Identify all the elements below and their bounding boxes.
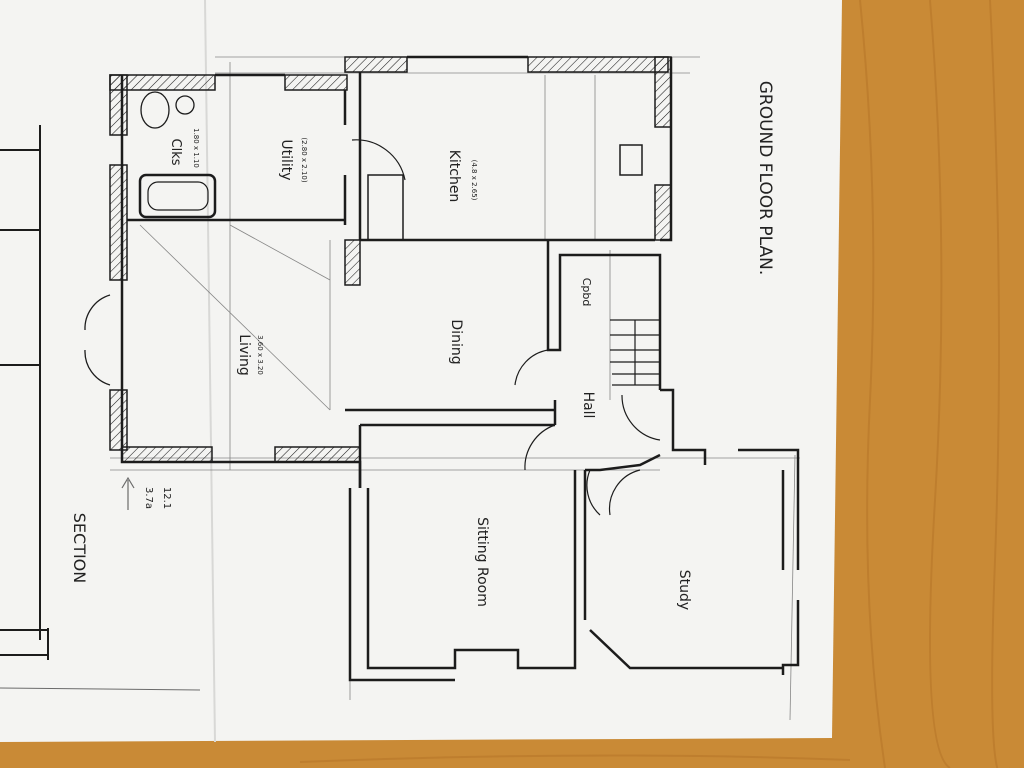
room-label-dining: Dining xyxy=(448,319,464,364)
room-dims-utility: (2.80 x 2.10) xyxy=(300,137,308,182)
section-marker-top: 3.7a xyxy=(143,487,154,509)
kitchen-dims-group: (4.8 x 2.65) xyxy=(470,160,478,201)
utility-dims-group: (2.80 x 2.10) xyxy=(300,137,308,182)
paper-sheet xyxy=(0,0,842,742)
room-dims-cks: 1.80 x 1.10 xyxy=(192,128,200,168)
room-label-study: Study xyxy=(676,570,692,610)
kitchen-label-group: Kitchen xyxy=(446,150,462,203)
room-label-sitting: Sitting Room xyxy=(474,517,490,607)
desk-grain xyxy=(299,0,1010,768)
room-label-kitchen: Kitchen xyxy=(446,150,462,203)
room-label-cks: Clks xyxy=(168,139,183,166)
study-label-group: Study xyxy=(676,570,692,610)
cks-label-group: Clks xyxy=(168,139,183,166)
room-dims-living: 3.60 x 3.20 xyxy=(256,335,264,375)
room-label-cpbd: Cpbd xyxy=(580,278,593,307)
paper-fold xyxy=(204,0,216,743)
cpbd-label-group: Cpbd xyxy=(580,278,593,307)
room-label-living: Living xyxy=(236,334,252,376)
section-label-group: SECTION xyxy=(70,513,89,584)
hatched-walls xyxy=(109,56,672,463)
section-drawing xyxy=(0,125,201,691)
room-dims-kitchen: (4.8 x 2.65) xyxy=(470,160,478,201)
room-label-hall: Hall xyxy=(580,392,596,419)
section-marker-arrow xyxy=(121,476,135,510)
sitting-label-group: Sitting Room xyxy=(474,517,490,607)
drawing-title: GROUND FLOOR PLAN. xyxy=(755,81,775,276)
pencil-construction-lines xyxy=(110,56,800,721)
section-marker-bottom: 12.1 xyxy=(161,487,172,509)
utility-label-group: Utility xyxy=(278,139,294,180)
section-label: SECTION xyxy=(70,513,89,584)
marker-bottom-group: 12.1 xyxy=(161,487,172,509)
room-label-utility: Utility xyxy=(278,139,294,180)
marker-top-group: 3.7a xyxy=(143,487,154,509)
living-label-group: Living xyxy=(236,334,252,376)
hall-label-group: Hall xyxy=(580,392,596,419)
dining-label-group: Dining xyxy=(448,319,464,364)
living-dims-group: 3.60 x 3.20 xyxy=(256,335,264,375)
drawing-title-group: GROUND FLOOR PLAN. xyxy=(755,81,775,276)
cks-dims-group: 1.80 x 1.10 xyxy=(192,128,200,168)
walls xyxy=(84,55,800,682)
